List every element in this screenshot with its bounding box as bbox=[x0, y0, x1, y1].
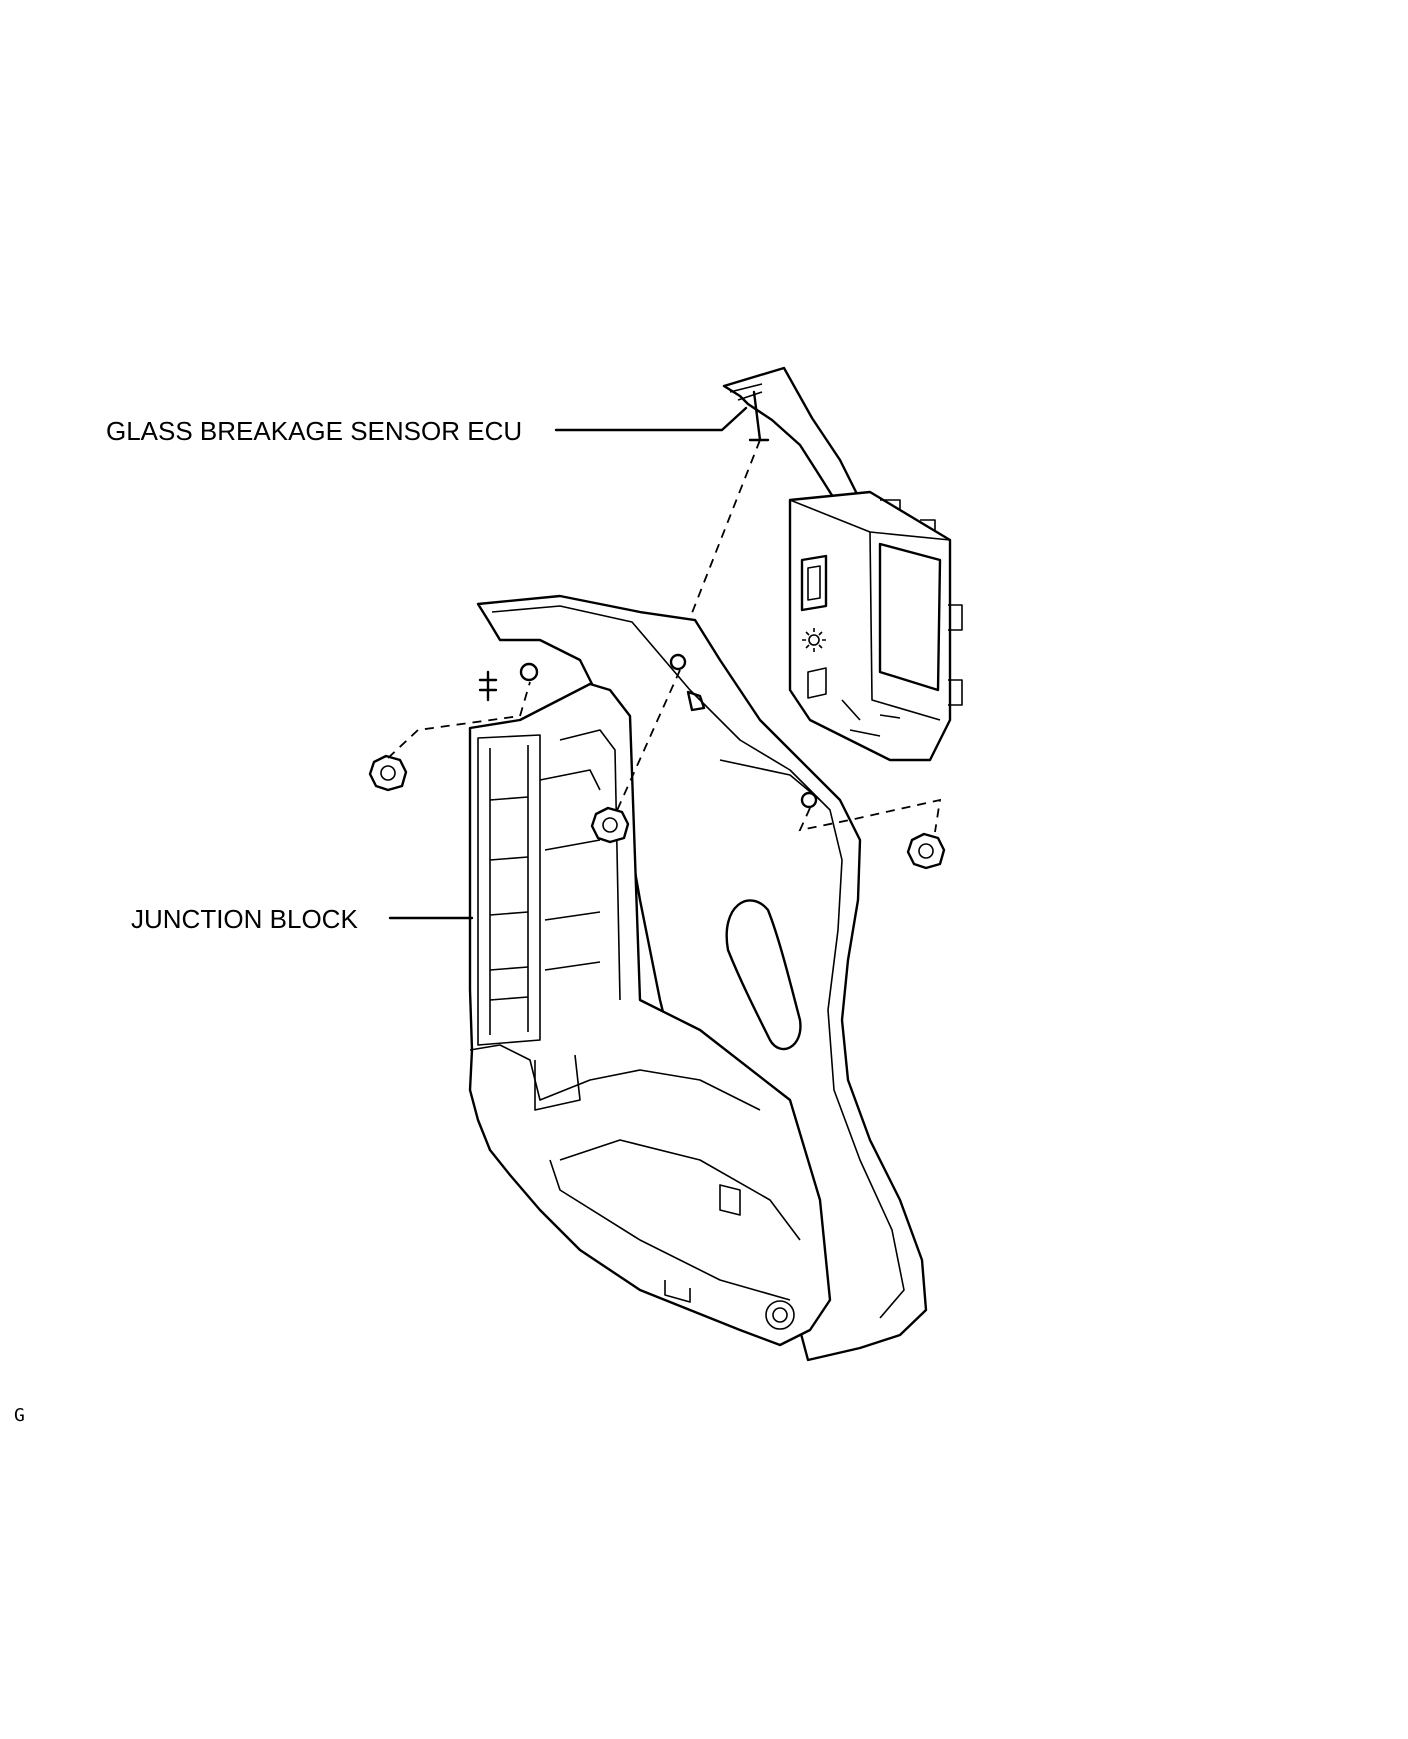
nut-left bbox=[368, 754, 408, 792]
ecu-leader-line bbox=[554, 406, 748, 432]
light-sensor-icon bbox=[802, 628, 826, 652]
mounting-bracket bbox=[476, 594, 928, 1362]
ecu-callout-label: GLASS BREAKAGE SENSOR ECU bbox=[106, 416, 523, 446]
installation-guide-lines bbox=[387, 439, 942, 833]
glass-breakage-sensor-ecu bbox=[722, 366, 963, 762]
junction-block bbox=[468, 682, 832, 1347]
corner-mark: G bbox=[14, 1405, 25, 1426]
nut-right bbox=[906, 832, 946, 870]
junction-block-callout-label: JUNCTION BLOCK bbox=[131, 904, 358, 934]
nut-center bbox=[590, 806, 630, 844]
